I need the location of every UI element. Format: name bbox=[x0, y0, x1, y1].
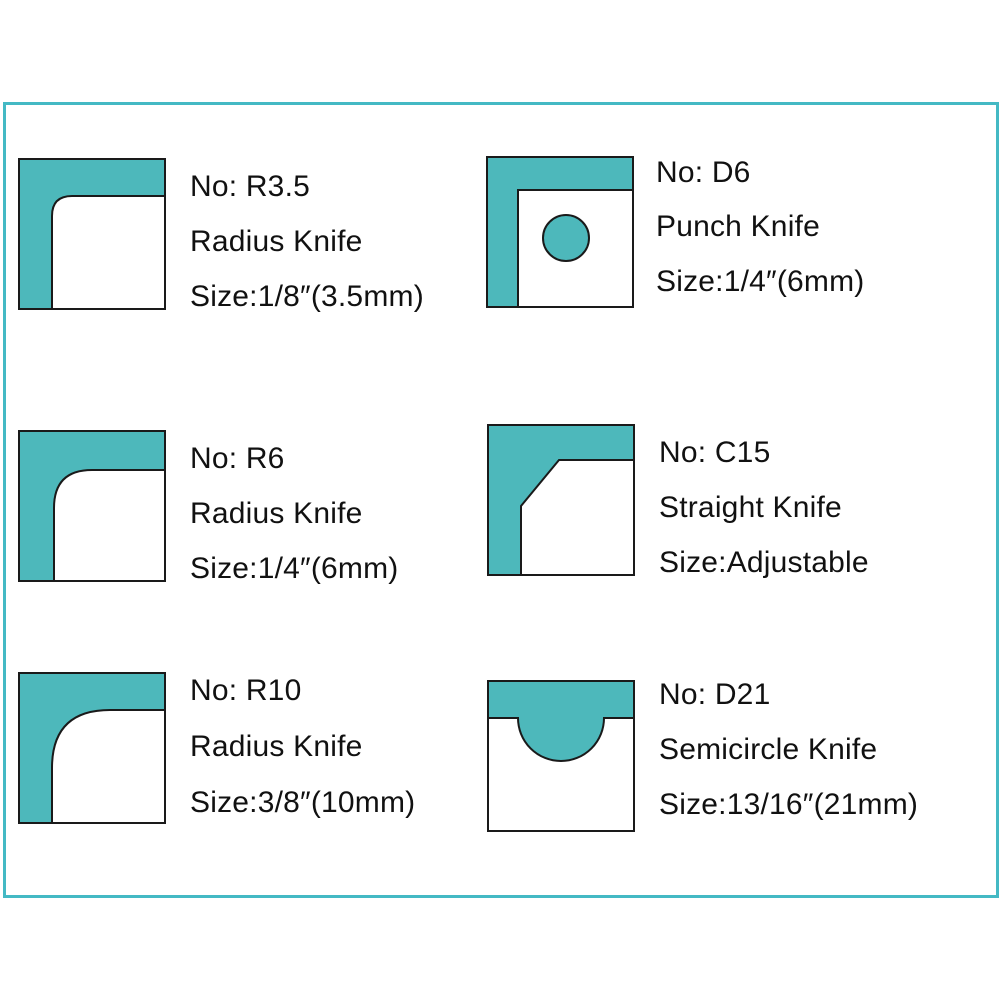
knife-size: Size:3/8″(10mm) bbox=[190, 786, 416, 819]
knife-card-c15: No: C15 Straight Knife Size:Adjustable bbox=[487, 424, 927, 578]
knife-size: Size:1/8″(3.5mm) bbox=[190, 280, 424, 313]
knife-size: Size:1/4″(6mm) bbox=[656, 265, 865, 298]
knife-card-r3-5: No: R3.5 Radius Knife Size:1/8″(3.5mm) bbox=[18, 158, 478, 312]
knife-card-r6: No: R6 Radius Knife Size:1/4″(6mm) bbox=[18, 430, 478, 584]
knife-type: Radius Knife bbox=[190, 730, 363, 763]
knife-number: No: R10 bbox=[190, 674, 302, 707]
knife-size: Size:13/16″(21mm) bbox=[659, 788, 919, 821]
knife-card-d6: No: D6 Punch Knife Size:1/4″(6mm) bbox=[486, 156, 916, 310]
semicircle-notch-icon bbox=[487, 680, 635, 832]
knife-card-d21: No: D21 Semicircle Knife Size:13/16″(21m… bbox=[487, 680, 977, 834]
chamfer-corner-icon bbox=[487, 424, 635, 576]
knife-type: Semicircle Knife bbox=[659, 733, 878, 766]
radius-corner-large-icon bbox=[18, 672, 166, 824]
knife-type: Punch Knife bbox=[656, 210, 820, 243]
knife-number: No: D6 bbox=[656, 156, 751, 189]
knife-type: Straight Knife bbox=[659, 491, 842, 524]
knife-type: Radius Knife bbox=[190, 225, 363, 258]
knife-size: Size:Adjustable bbox=[659, 546, 869, 579]
radius-corner-small-icon bbox=[18, 158, 166, 310]
punch-circle-icon bbox=[486, 156, 634, 308]
radius-corner-medium-icon bbox=[18, 430, 166, 582]
knife-number: No: R6 bbox=[190, 442, 285, 475]
knife-size: Size:1/4″(6mm) bbox=[190, 552, 399, 585]
knife-type: Radius Knife bbox=[190, 497, 363, 530]
knife-number: No: C15 bbox=[659, 436, 771, 469]
knife-number: No: D21 bbox=[659, 678, 771, 711]
knife-number: No: R3.5 bbox=[190, 170, 310, 203]
knife-card-r10: No: R10 Radius Knife Size:3/8″(10mm) bbox=[18, 672, 478, 826]
